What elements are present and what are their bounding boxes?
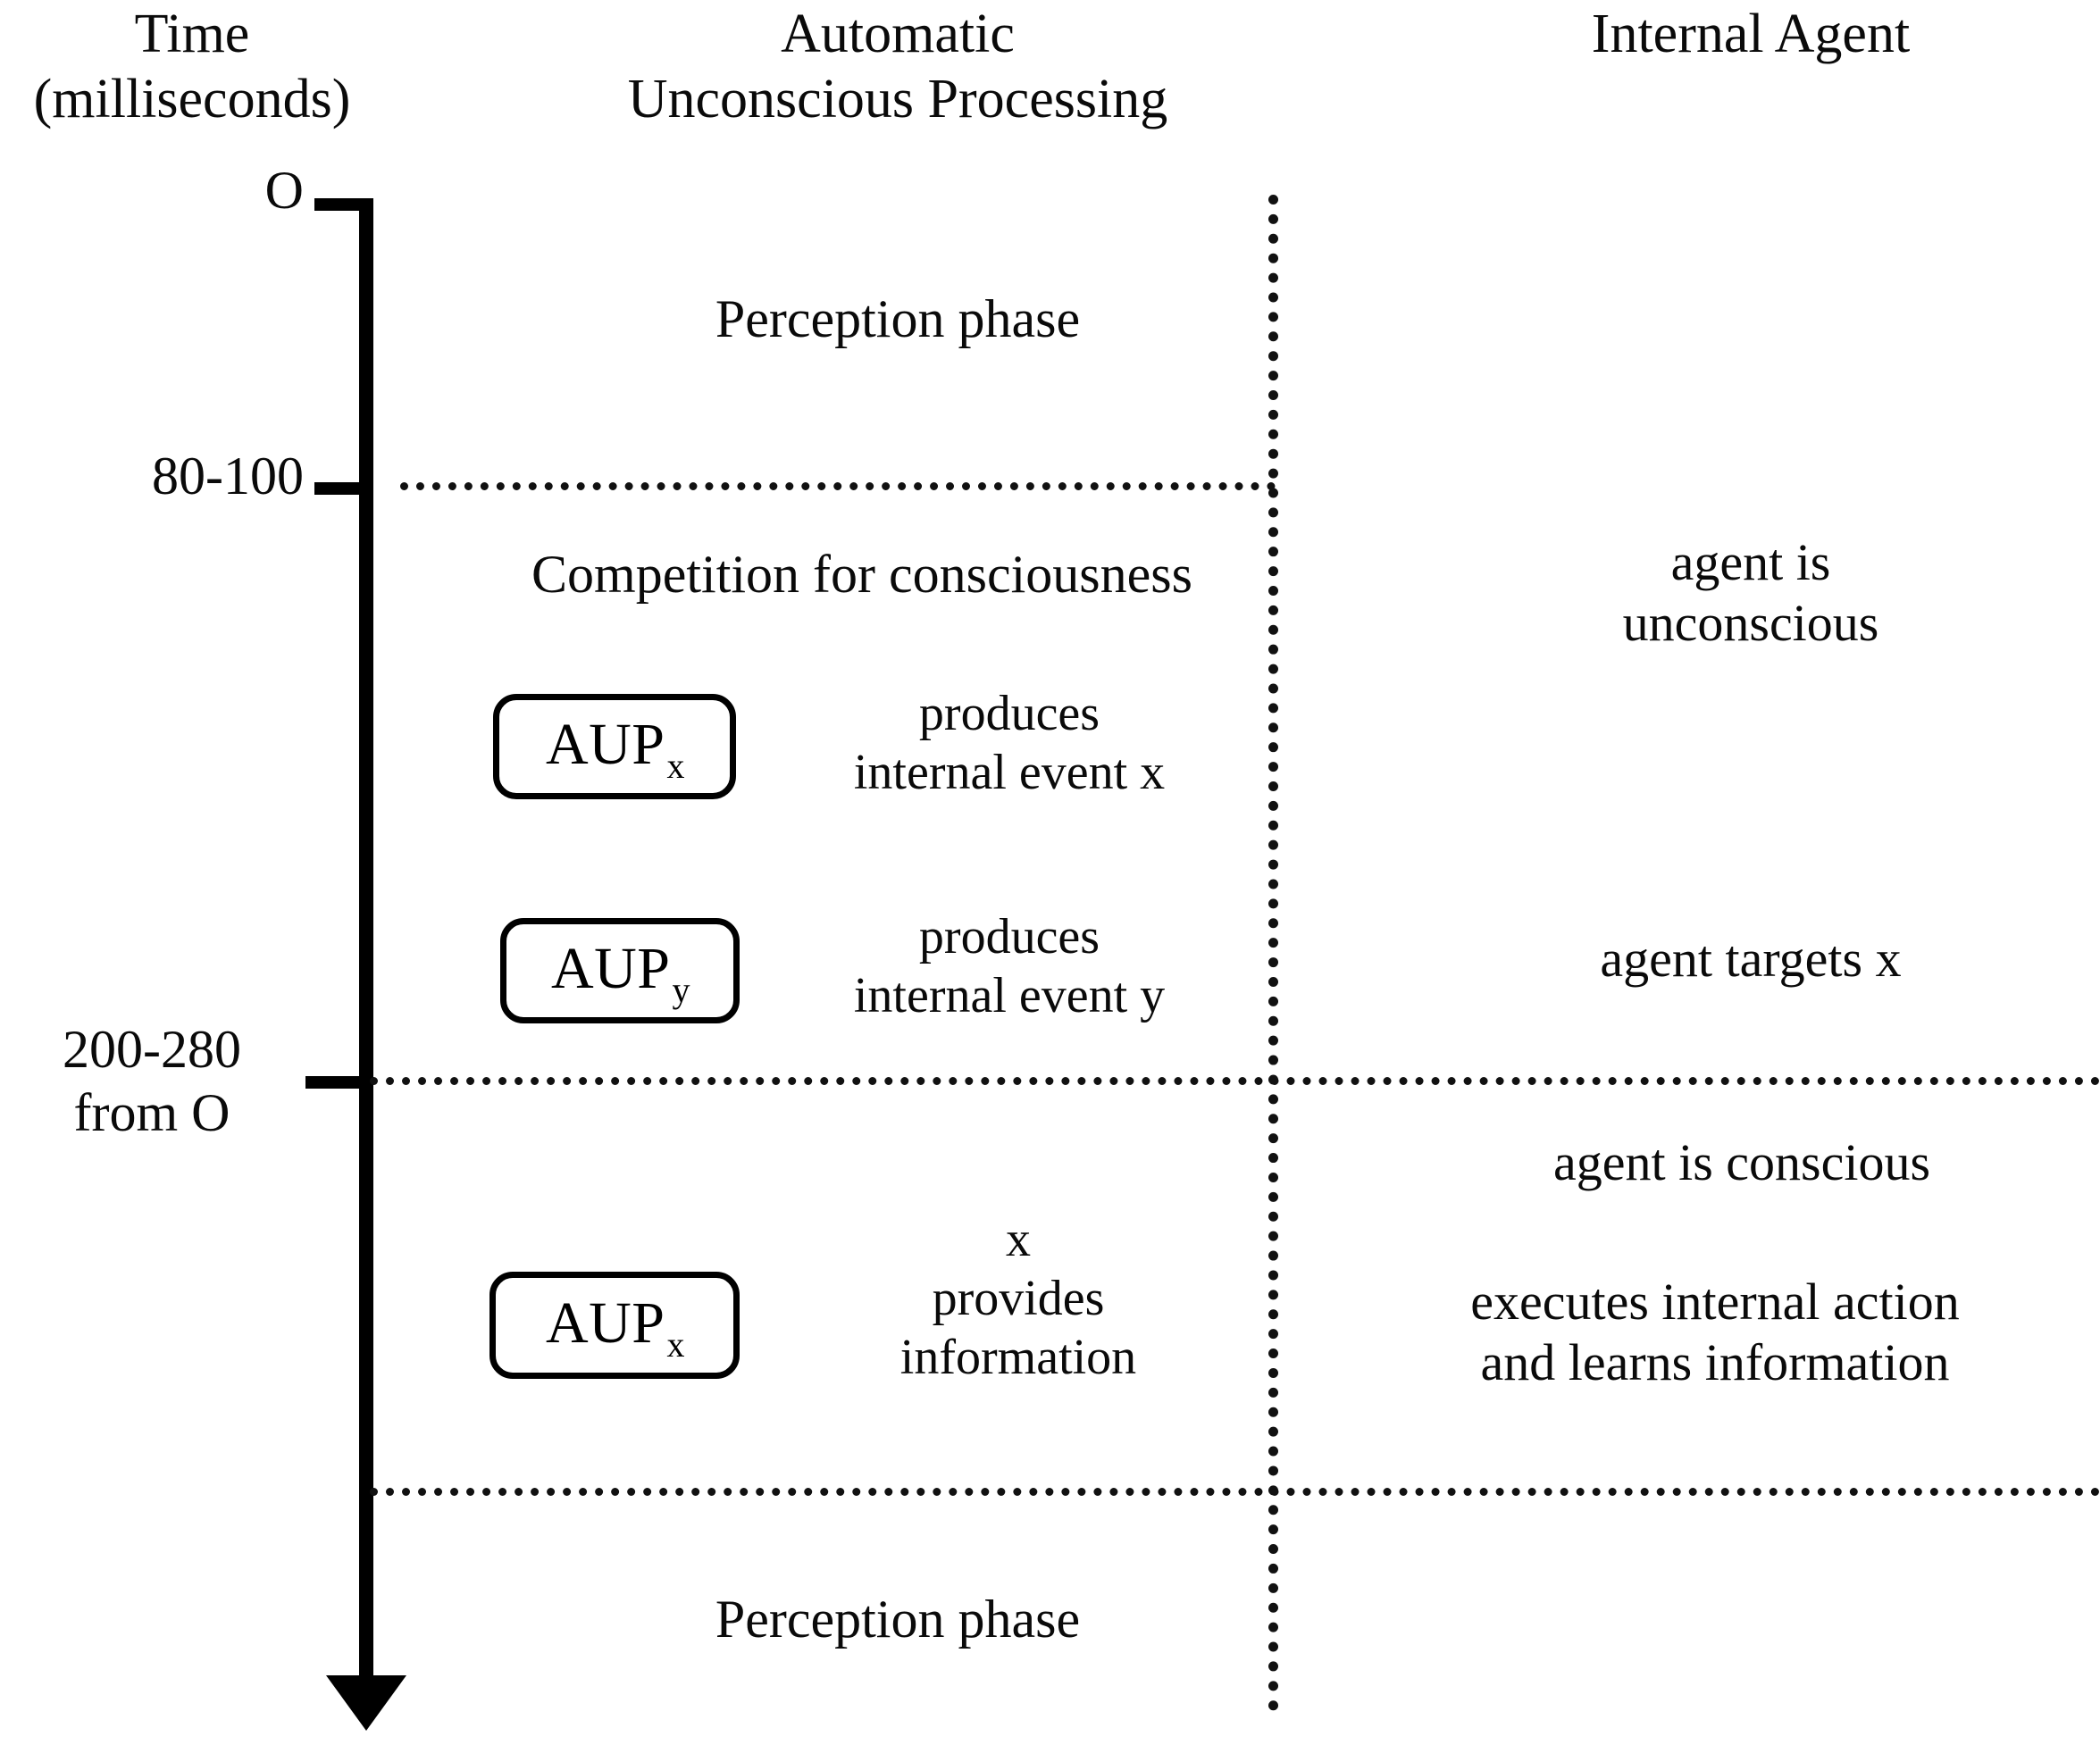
aup-base-text: AUP	[545, 712, 665, 777]
aup-base-text: AUP	[545, 1290, 665, 1356]
agent-state-executes-action: executes internal action and learns info…	[1470, 1273, 1960, 1392]
divider-conscious-perception	[370, 1488, 2100, 1496]
time-axis-line	[359, 198, 373, 1684]
aup-description-provides-information: x provides information	[899, 1212, 1137, 1386]
axis-label-origin: O	[264, 161, 304, 220]
aup-box-y: AUPy	[500, 918, 740, 1023]
column-header-automatic-unconscious-processing: Automatic Unconscious Processing	[627, 4, 1168, 130]
divider-perception-competition	[400, 482, 1276, 490]
axis-tick-200-280	[305, 1076, 373, 1089]
aup-subscript-text: x	[666, 746, 686, 786]
aup-description-produces-event-x: produces internal event x	[853, 686, 1166, 801]
axis-label-80-100: 80-100	[152, 447, 304, 505]
phase-label-perception-top: Perception phase	[715, 289, 1081, 348]
phase-label-perception-bottom: Perception phase	[715, 1590, 1081, 1649]
aup-box-label: AUPx	[546, 1294, 685, 1363]
axis-label-200-280: 200-280 from O	[63, 1020, 241, 1142]
aup-base-text: AUP	[550, 936, 671, 1001]
axis-tick-origin	[314, 198, 373, 211]
column-header-time: Time (milliseconds)	[33, 4, 351, 130]
aup-box-label: AUPy	[550, 936, 690, 1008]
agent-state-targets-x: agent targets x	[1600, 930, 1902, 988]
axis-tick-80-100	[314, 482, 373, 495]
aup-box-label: AUPx	[545, 712, 685, 784]
aup-box-x-second: AUPx	[489, 1272, 740, 1379]
agent-state-conscious: agent is conscious	[1552, 1133, 1931, 1191]
column-header-internal-agent: Internal Agent	[1591, 4, 1911, 64]
divider-unconscious-conscious	[370, 1077, 2100, 1085]
divider-column-vertical	[1268, 195, 1278, 1711]
agent-state-unconscious: agent is unconscious	[1622, 533, 1879, 653]
phase-label-competition: Competition for consciousness	[531, 545, 1192, 604]
time-axis-arrowhead-icon	[326, 1675, 406, 1731]
aup-box-x-first: AUPx	[493, 694, 736, 799]
aup-subscript-text: y	[672, 970, 691, 1010]
aup-description-produces-event-y: produces internal event y	[853, 909, 1166, 1024]
aup-subscript-text: x	[666, 1324, 686, 1365]
